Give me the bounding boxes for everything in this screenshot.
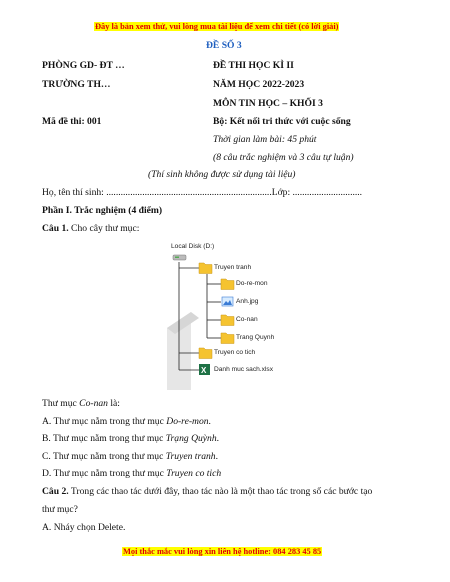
subject: MÔN TIN HỌC – KHỐI 3 bbox=[213, 98, 323, 109]
department: PHÒNG GD- ĐT … bbox=[42, 60, 125, 71]
excel-file-icon: X bbox=[199, 364, 210, 375]
folder-icon bbox=[220, 278, 235, 290]
question-2-text: Trong các thao tác dưới đây, thao tác nà… bbox=[68, 486, 373, 497]
stem-text: Thư mục bbox=[42, 398, 80, 409]
stem-folder-name: Co-nan bbox=[79, 398, 108, 409]
top-notice: Đây là bản xem thử, vui lòng mua tài liệ… bbox=[94, 22, 340, 31]
tree-item-truyen-co-tich: Truyen co tich bbox=[214, 349, 256, 356]
school-year: NĂM HỌC 2022-2023 bbox=[213, 79, 305, 90]
svg-text:X: X bbox=[201, 366, 207, 375]
tree-lines: X bbox=[167, 254, 235, 390]
no-documents-note: (Thí sinh không được sử dụng tài liệu) bbox=[148, 169, 296, 180]
student-info-line: Họ, tên thí sinh: ......................… bbox=[42, 187, 363, 198]
option-b: B. Thư mục nằm trong thư mục Trạng Quỳnh… bbox=[42, 433, 220, 444]
exam-structure: (8 câu trắc nghiệm và 3 câu tự luận) bbox=[213, 152, 354, 163]
question-2-option-a: A. Nháy chọn Delete. bbox=[42, 522, 126, 533]
exam-number: ĐỀ SỐ 3 bbox=[206, 40, 242, 51]
question-1-stem: Thư mục Co-nan là: bbox=[42, 398, 120, 409]
exam-code: Mã đề thi: 001 bbox=[42, 116, 102, 127]
school-name: TRƯỜNG TH… bbox=[42, 79, 111, 90]
option-c: C. Thư mục nằm trong thư mục Truyen tran… bbox=[42, 451, 218, 462]
tree-item-trang-quynh: Trang Quynh bbox=[236, 334, 275, 341]
folder-icon bbox=[220, 332, 235, 344]
footer-notice: Mọi thắc mắc vui lòng xin liên hệ hotlin… bbox=[122, 547, 323, 556]
image-file-icon bbox=[221, 296, 234, 307]
exam-title: ĐỀ THI HỌC KÌ II bbox=[213, 60, 294, 71]
option-a: A. Thư mục nằm trong thư mục Do-re-mon. bbox=[42, 416, 211, 427]
tree-item-truyen-tranh: Truyen tranh bbox=[214, 264, 252, 271]
question-1-text: Cho cây thư mục: bbox=[68, 223, 140, 234]
book-series: Bộ: Kết nối tri thức với cuộc sống bbox=[213, 116, 351, 127]
question-1-label: Câu 1. bbox=[42, 223, 69, 234]
tree-root-label: Local Disk (D:) bbox=[171, 243, 215, 250]
question-2: Câu 2. Trong các thao tác dưới đây, thao… bbox=[42, 486, 372, 497]
folder-tree-figure: X Local Disk (D:) Truyen tranh Do-re-mon… bbox=[165, 240, 295, 390]
part-1-heading: Phần I. Trắc nghiệm (4 điểm) bbox=[42, 205, 163, 216]
folder-icon bbox=[198, 347, 213, 359]
question-2-line-2: thư mục? bbox=[42, 504, 78, 515]
tree-item-danh-muc-sach: Danh muc sach.xlsx bbox=[214, 366, 273, 373]
stem-text-end: là: bbox=[107, 398, 120, 409]
tree-item-anh-jpg: Anh.jpg bbox=[236, 298, 259, 305]
time-limit: Thời gian làm bài: 45 phút bbox=[213, 134, 317, 145]
drive-icon bbox=[172, 254, 187, 261]
question-1: Câu 1. Cho cây thư mục: bbox=[42, 223, 139, 234]
question-2-label: Câu 2. bbox=[42, 486, 69, 497]
folder-icon bbox=[198, 262, 213, 274]
tree-item-do-re-mon: Do-re-mon bbox=[236, 280, 268, 287]
folder-icon bbox=[220, 314, 235, 326]
option-d: D. Thư mục nằm trong thư mục Truyen co t… bbox=[42, 468, 222, 479]
tree-item-co-nan: Co-nan bbox=[236, 316, 258, 323]
